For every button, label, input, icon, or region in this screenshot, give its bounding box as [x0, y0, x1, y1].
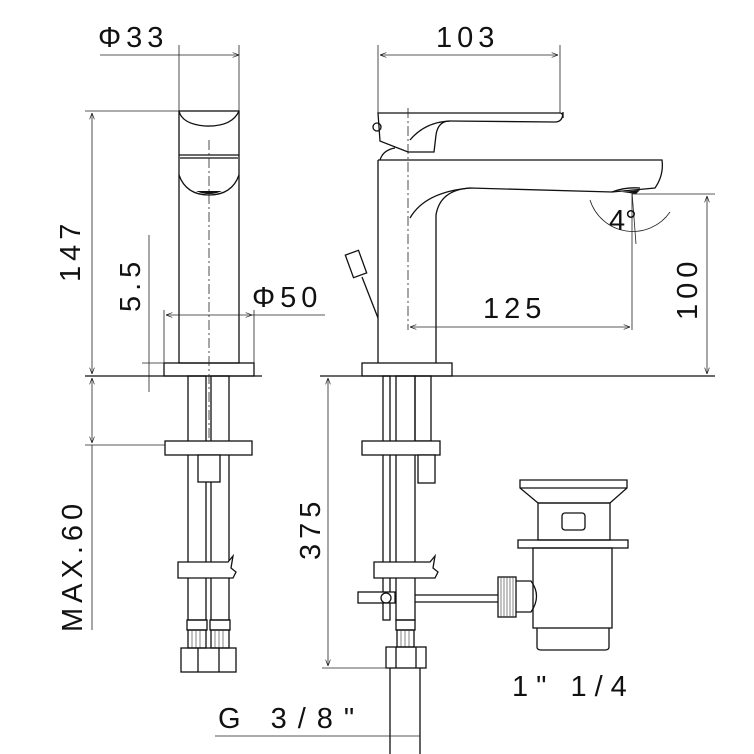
dim-spout-height: 100: [672, 257, 704, 320]
dim-spout-reach: 125: [483, 293, 546, 325]
side-view: 103 4° 125 100: [215, 22, 715, 754]
dim-base-diameter: Φ50: [252, 282, 322, 314]
dim-hose-length: 375: [295, 497, 327, 560]
faucet-body-front: [163, 110, 255, 480]
lever: [344, 249, 379, 319]
dim-spout-angle: 4°: [609, 205, 637, 237]
dim-base-thickness: 5.5: [115, 257, 147, 312]
waste-size: 1" 1/4: [512, 671, 635, 703]
front-view: Φ33 147 5.5 Φ50: [55, 22, 325, 673]
dim-top-diameter: Φ33: [98, 22, 168, 54]
supply-hose-side: [357, 375, 498, 754]
waste-drain: [497, 479, 629, 651]
faucet-body-side: [344, 108, 663, 377]
dim-height: 147: [55, 219, 87, 282]
dim-handle-length: 103: [436, 22, 499, 54]
dim-max-deck: MAX.60: [57, 499, 89, 632]
supply-hoses-front: [164, 375, 253, 673]
hose-thread: G 3/8": [218, 703, 365, 735]
